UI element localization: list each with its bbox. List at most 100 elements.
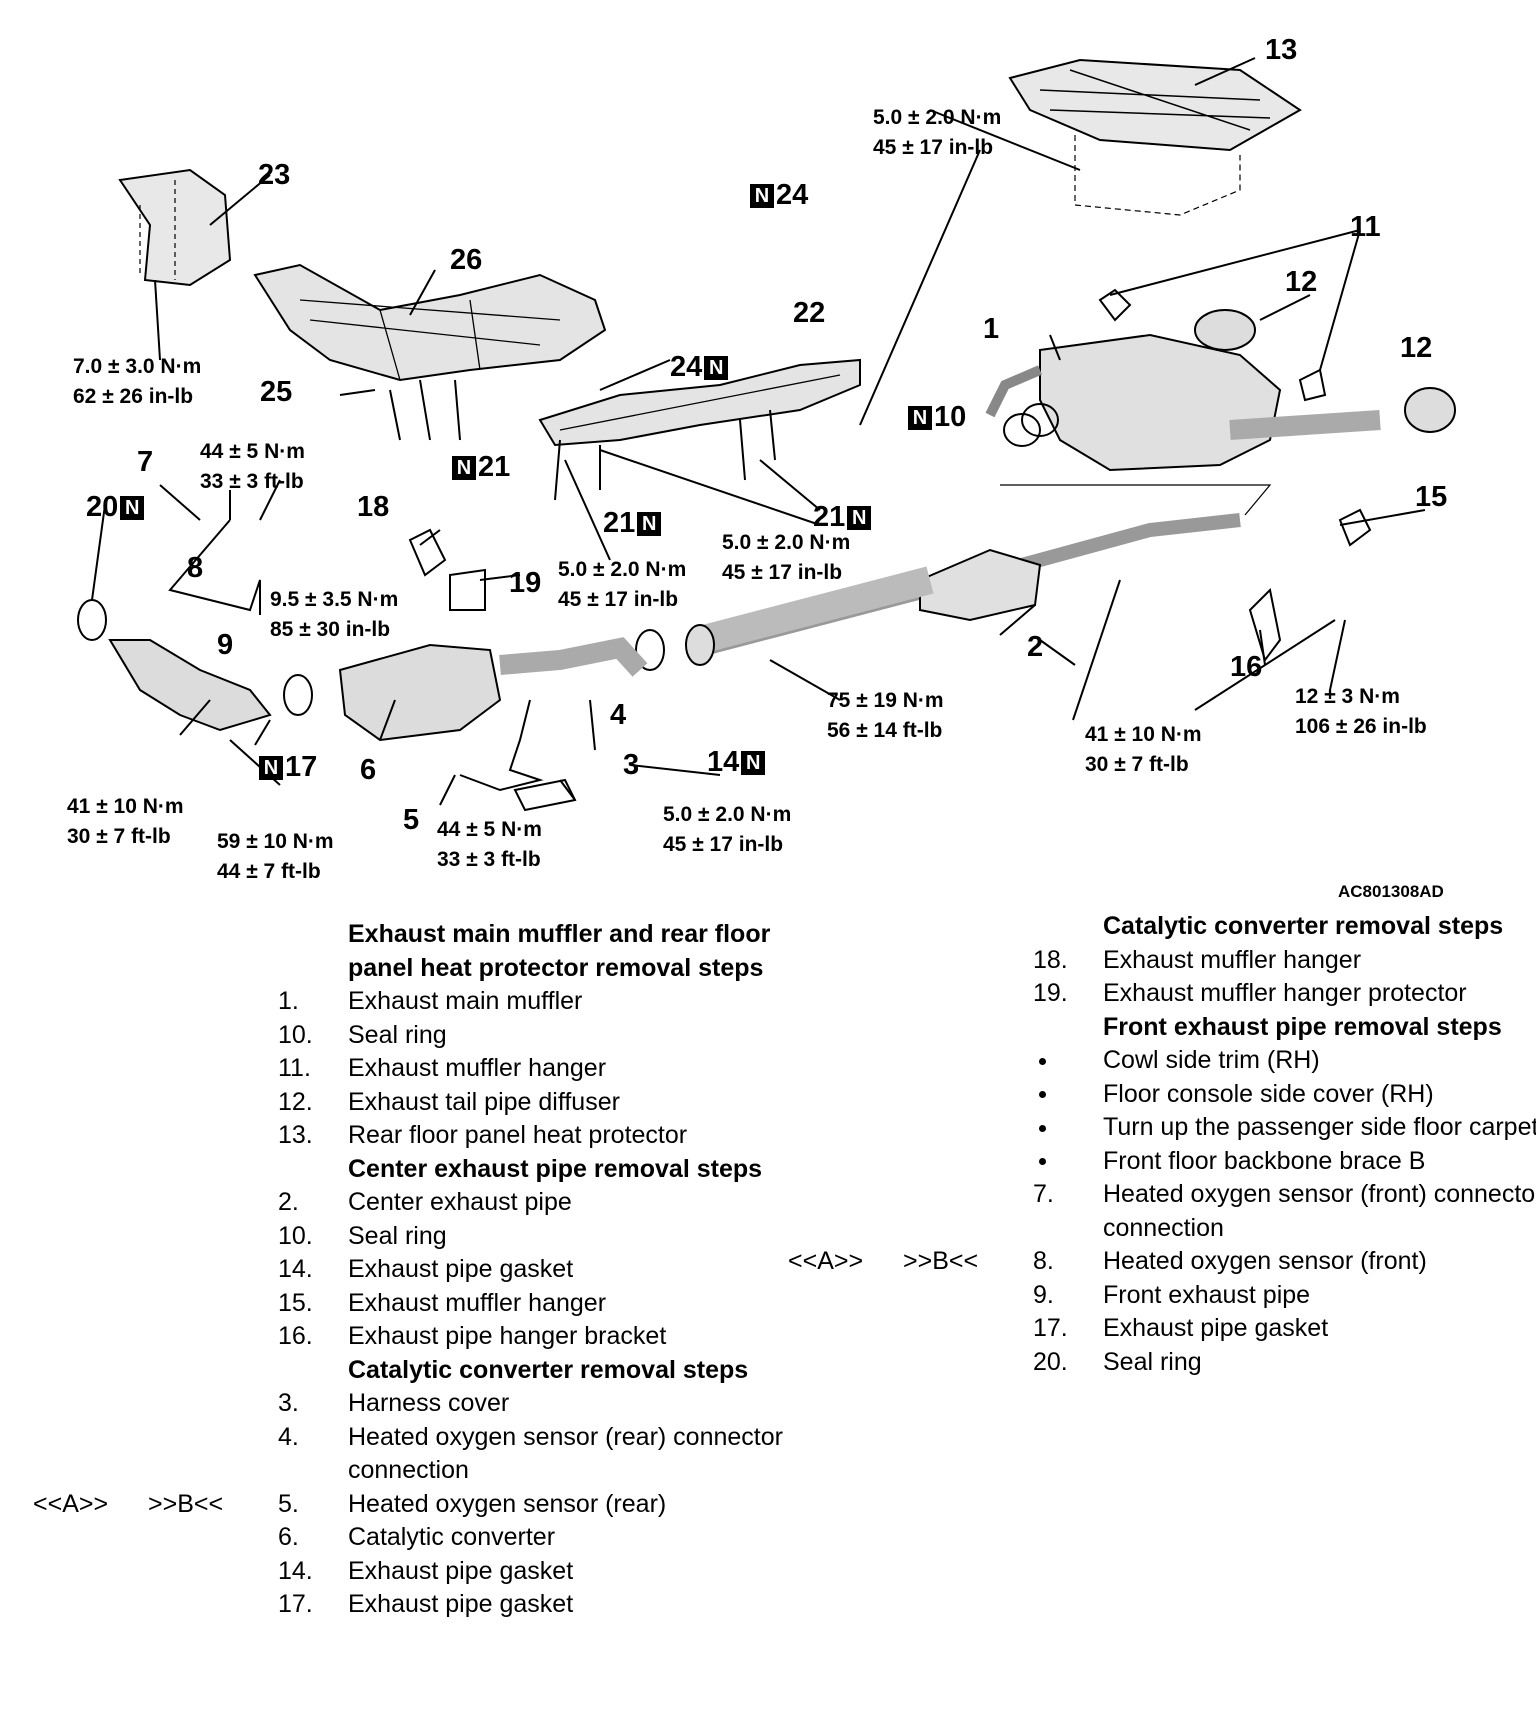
step-item: 10. Seal ring xyxy=(278,1019,778,1053)
step-number: 1. xyxy=(278,987,299,1015)
main-muffler xyxy=(1039,333,1282,472)
callout-12b: 12 xyxy=(1400,332,1433,364)
left-step-list: Exhaust main muffler and rear floor pane… xyxy=(33,918,783,1622)
n-mark: N xyxy=(637,512,662,537)
gasket-14 xyxy=(635,629,665,671)
rear-floor-heat-protector xyxy=(1008,58,1302,152)
step-text: Heated oxygen sensor (rear) xyxy=(348,1489,667,1518)
step-text: Seal ring xyxy=(1103,1347,1202,1376)
step-number: 13. xyxy=(278,1121,313,1149)
n-mark: N xyxy=(704,356,729,381)
step-item: 8.Heated oxygen sensor (front)<<A>>>>B<< xyxy=(788,1245,1533,1279)
callout-9: 9 xyxy=(217,629,234,661)
step-text: Exhaust muffler hanger xyxy=(1103,945,1362,974)
step-text: Heated oxygen sensor (front) xyxy=(1103,1247,1427,1275)
step-item: 9. Front exhaust pipe xyxy=(1033,1279,1533,1313)
step-number: 10. xyxy=(278,1221,313,1250)
step-text: Seal ring xyxy=(348,1221,447,1250)
procedure-mark: >>B<< xyxy=(903,1247,979,1275)
callout-3: 3 xyxy=(623,749,640,781)
step-item: 4.Heated oxygen sensor (rear) connector … xyxy=(278,1421,783,1488)
seal-ring-20 xyxy=(77,599,107,641)
section-heading: Catalytic converter removal steps xyxy=(1103,912,1504,940)
right-step-list: Catalytic converter removal steps 18. Exha… xyxy=(788,910,1536,1379)
step-number: 10. xyxy=(278,1020,313,1049)
callout-11: 11 xyxy=(1350,211,1381,243)
step-item: 16. Exhaust pipe hanger bracket xyxy=(278,1320,778,1354)
catalytic-converter xyxy=(338,643,502,742)
step-item: 14.Exhaust pipe gasket xyxy=(278,1555,778,1589)
step-text: Exhaust pipe gasket xyxy=(348,1255,574,1283)
step-number: 3. xyxy=(278,1389,299,1417)
gasket-17 xyxy=(283,674,313,716)
step-number: 18. xyxy=(1033,945,1068,974)
callout-25: 25 xyxy=(260,376,293,408)
step-item: 19.Exhaust muffler hanger protector xyxy=(1033,977,1533,1011)
procedure-mark: >>B<< xyxy=(148,1489,224,1518)
step-item: 14.Exhaust pipe gasket xyxy=(278,1253,778,1287)
front-exhaust-pipe xyxy=(108,639,272,732)
step-number: 8. xyxy=(1033,1247,1054,1275)
step-text: Heated oxygen sensor (rear) connector co… xyxy=(348,1422,783,1485)
step-item: 3. Harness cover xyxy=(278,1387,778,1421)
callout-26: 26 xyxy=(450,244,483,276)
callout-4: 4 xyxy=(610,699,627,731)
step-item: Floor console side cover (RH) xyxy=(1033,1078,1533,1112)
step-text: Catalytic converter xyxy=(348,1523,556,1551)
step-text: Exhaust main muffler xyxy=(348,987,583,1015)
callout-8: 8 xyxy=(187,552,204,584)
step-number: 9. xyxy=(1033,1280,1054,1309)
step-text: Harness cover xyxy=(348,1389,510,1417)
step-text: Seal ring xyxy=(348,1020,447,1049)
n-mark: N xyxy=(120,496,145,521)
step-number: 19. xyxy=(1033,979,1068,1007)
center-heat-protector xyxy=(253,263,607,382)
step-text: Exhaust tail pipe diffuser xyxy=(348,1087,620,1116)
callout-12a: 12 xyxy=(1285,266,1318,298)
step-text: Heated oxygen sensor (front) connector c… xyxy=(1103,1180,1536,1242)
step-number: 7. xyxy=(1033,1180,1054,1208)
step-item: 1. Exhaust main muffler xyxy=(278,985,778,1019)
n-mark: N xyxy=(741,751,766,776)
n-mark: N xyxy=(908,406,932,431)
bullet-icon xyxy=(1033,1078,1103,1112)
step-number: 20. xyxy=(1033,1347,1068,1376)
step-text: Exhaust pipe gasket xyxy=(1103,1314,1329,1342)
callout-19: 19 xyxy=(509,567,542,599)
n-mark: N xyxy=(452,456,476,481)
step-number: 15. xyxy=(278,1288,313,1317)
step-item: 18. Exhaust muffler hanger xyxy=(1033,944,1533,978)
step-item: 15. Exhaust muffler hanger xyxy=(278,1287,778,1321)
step-item: 13.Rear floor panel heat protector xyxy=(278,1119,778,1153)
step-text: Front exhaust pipe xyxy=(1103,1280,1311,1309)
callout-13: 13 xyxy=(1265,34,1298,66)
n-mark: N xyxy=(750,184,774,209)
step-item: 17.Exhaust pipe gasket xyxy=(1033,1312,1533,1346)
step-text: Exhaust pipe hanger bracket xyxy=(348,1322,667,1350)
step-text: Exhaust muffler hanger xyxy=(348,1288,607,1317)
step-number: 16. xyxy=(278,1322,313,1350)
n-mark: N xyxy=(259,756,283,781)
step-text: Exhaust pipe gasket xyxy=(348,1556,574,1585)
step-number: 5. xyxy=(278,1489,299,1518)
step-item: 17.Exhaust pipe gasket xyxy=(278,1588,778,1622)
callout-2: 2 xyxy=(1027,631,1044,663)
step-text: Center exhaust pipe xyxy=(348,1188,572,1216)
bullet-icon xyxy=(1033,1145,1103,1179)
callout-15: 15 xyxy=(1415,481,1448,513)
